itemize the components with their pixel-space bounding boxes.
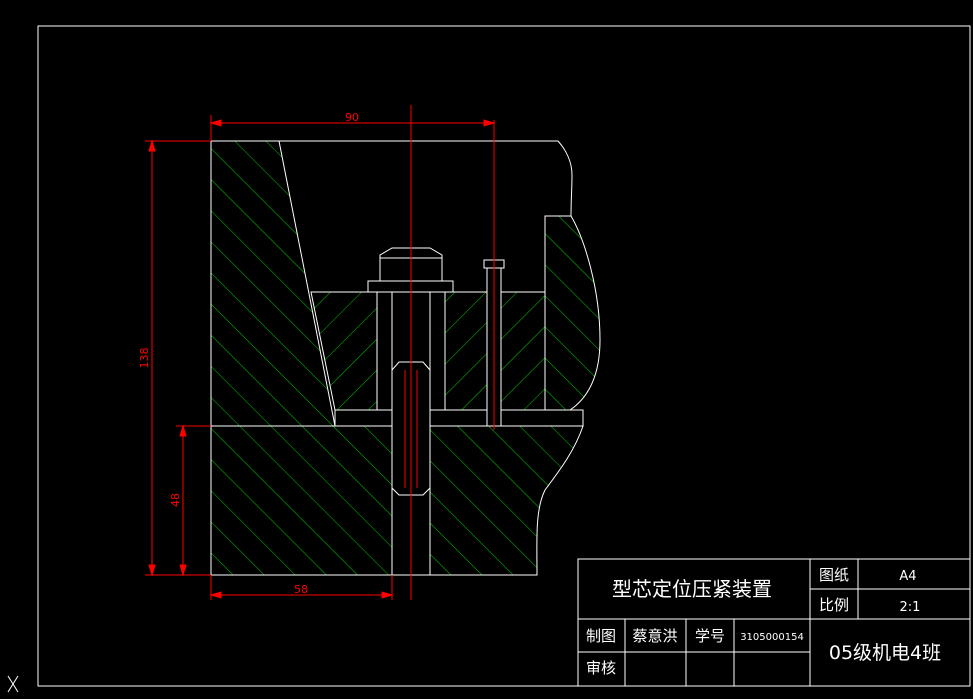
id-label: 学号 bbox=[695, 627, 725, 645]
x-axis-icon bbox=[7, 675, 19, 693]
bolt bbox=[367, 105, 454, 600]
dim-width-90: 90 bbox=[345, 111, 359, 124]
upper-right-section bbox=[544, 215, 601, 411]
lower-left-section bbox=[210, 425, 393, 576]
dim-width-58: 58 bbox=[294, 583, 308, 596]
upper-outline bbox=[211, 140, 573, 217]
title-block bbox=[577, 558, 971, 687]
scale-label: 比例 bbox=[819, 596, 849, 614]
check-label: 审核 bbox=[586, 659, 616, 677]
thin-plate bbox=[334, 409, 584, 427]
lower-base-block bbox=[210, 425, 584, 576]
lower-right-section bbox=[429, 425, 584, 576]
dim-height-48: 48 bbox=[169, 493, 182, 507]
drawn-label: 制图 bbox=[586, 627, 616, 645]
drawing-border bbox=[37, 25, 971, 687]
locating-pin bbox=[483, 120, 505, 430]
dim-height-138: 138 bbox=[138, 348, 151, 369]
dimensions bbox=[145, 115, 496, 600]
sheet-label: 图纸 bbox=[819, 566, 849, 584]
class-name: 05级机电4班 bbox=[829, 642, 941, 664]
scale-value: 2:1 bbox=[900, 600, 921, 615]
drawn-name: 蔡意洪 bbox=[632, 627, 677, 645]
id-value: 3105000154 bbox=[740, 632, 804, 643]
upper-left-section bbox=[210, 140, 336, 427]
sheet-value: A4 bbox=[899, 569, 916, 584]
drawing-title: 型芯定位压紧装置 bbox=[612, 577, 772, 601]
